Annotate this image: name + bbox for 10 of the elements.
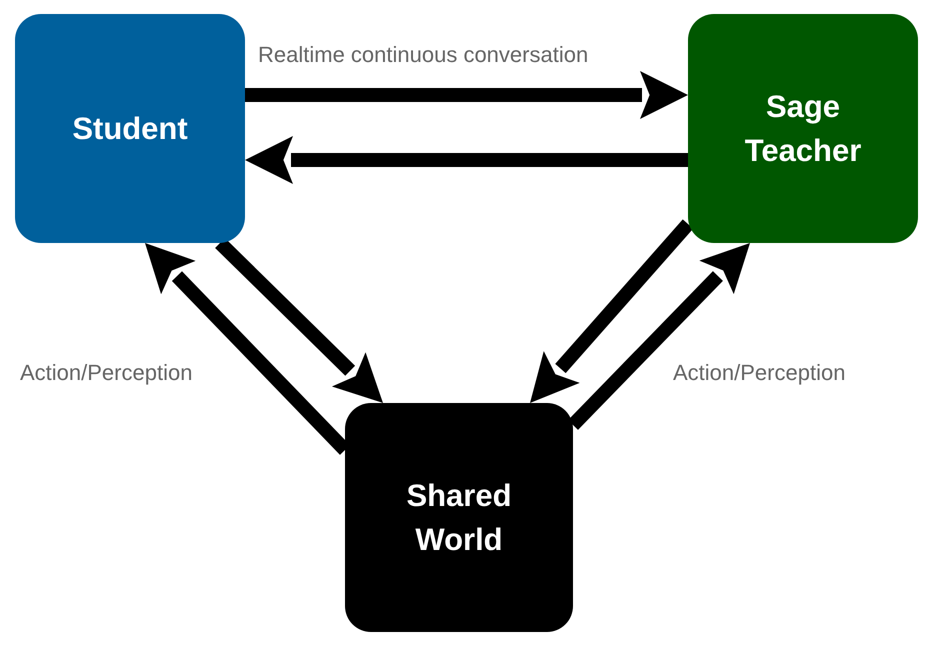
flow-label: Action/Perception bbox=[20, 359, 192, 387]
node-label: Sage Teacher bbox=[744, 88, 862, 170]
node-label: Shared World bbox=[405, 476, 513, 558]
flow-label: Action/Perception bbox=[673, 359, 846, 387]
rounded-box bbox=[688, 14, 918, 243]
node-label: Student bbox=[71, 110, 189, 148]
rounded-box bbox=[15, 14, 245, 243]
rounded-box bbox=[345, 403, 573, 632]
arrow bbox=[245, 71, 688, 119]
arrow bbox=[245, 136, 688, 184]
